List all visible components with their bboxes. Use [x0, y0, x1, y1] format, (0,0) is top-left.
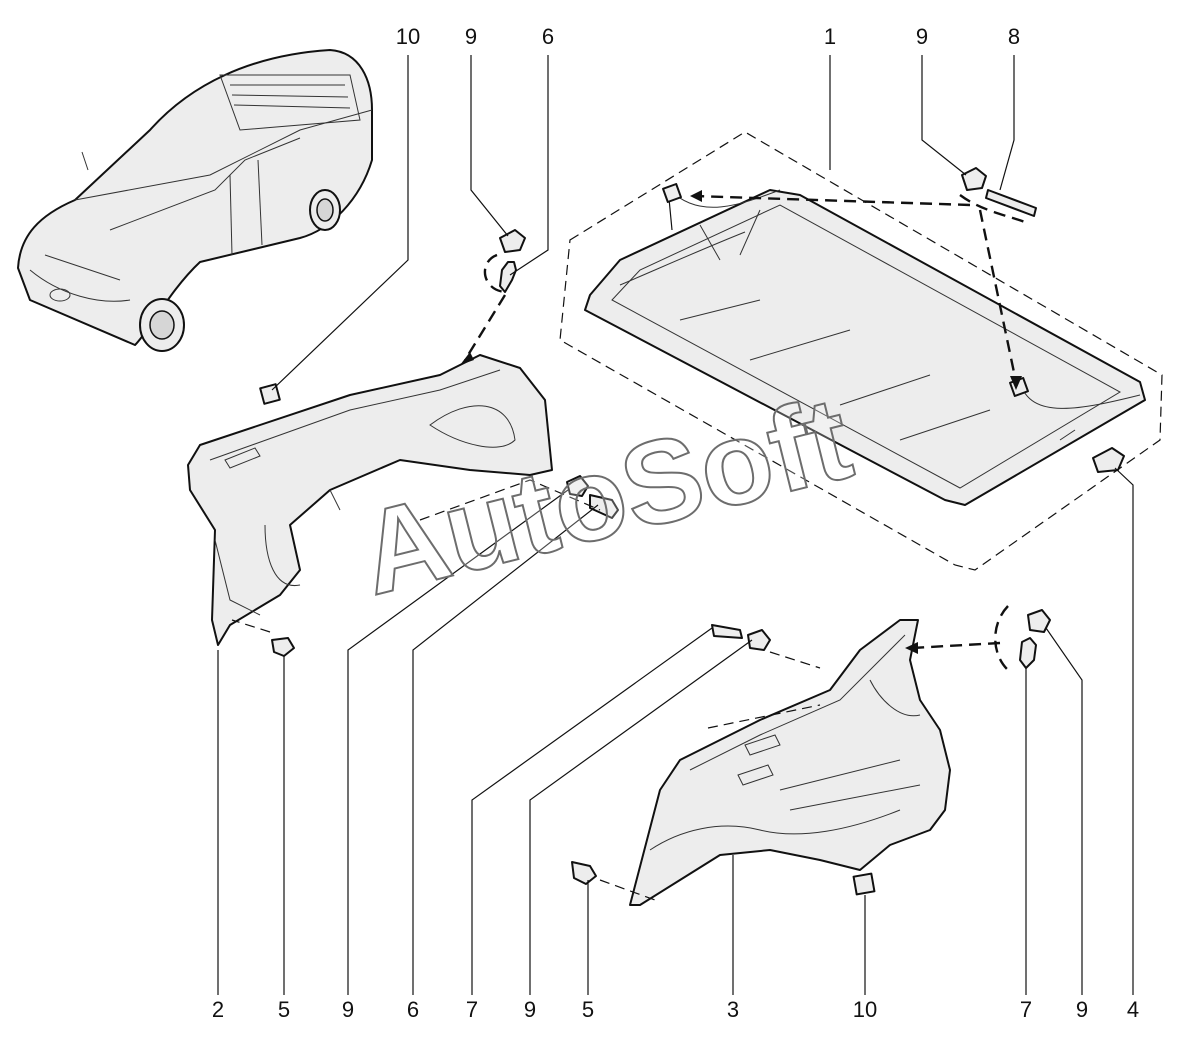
callout-6-bottom: 6	[407, 997, 419, 1022]
fasteners	[271, 167, 1125, 885]
right-side-trim-panel	[629, 619, 951, 906]
callout-9-bottom-mid: 9	[524, 997, 536, 1022]
callout-4-bottom: 4	[1127, 997, 1139, 1022]
callout-9-bottom-left: 9	[342, 997, 354, 1022]
callout-2-bottom: 2	[212, 997, 224, 1022]
car-illustration	[17, 49, 373, 352]
callout-9-bottom-right: 9	[1076, 997, 1088, 1022]
assembly-paths	[231, 190, 1026, 901]
callout-7-bottom-left: 7	[466, 997, 478, 1022]
left-side-trim-panel	[187, 354, 553, 646]
callout-10-bottom: 10	[853, 997, 877, 1022]
callout-3-bottom: 3	[727, 997, 739, 1022]
callout-7-bottom-right: 7	[1020, 997, 1032, 1022]
callout-1-top: 1	[824, 24, 836, 49]
callout-6-top: 6	[542, 24, 554, 49]
callout-labels: 10 9 6 1 9 8 2 5 9 6 7 9 5 3 10 7 9 4	[212, 24, 1139, 1022]
callout-8-top: 8	[1008, 24, 1020, 49]
callout-5-bottom-left: 5	[278, 997, 290, 1022]
callout-9-top-right: 9	[916, 24, 928, 49]
leader-lines	[217, 55, 1134, 995]
callout-9-top-left: 9	[465, 24, 477, 49]
callout-5-bottom-mid: 5	[582, 997, 594, 1022]
callout-10-top: 10	[396, 24, 420, 49]
